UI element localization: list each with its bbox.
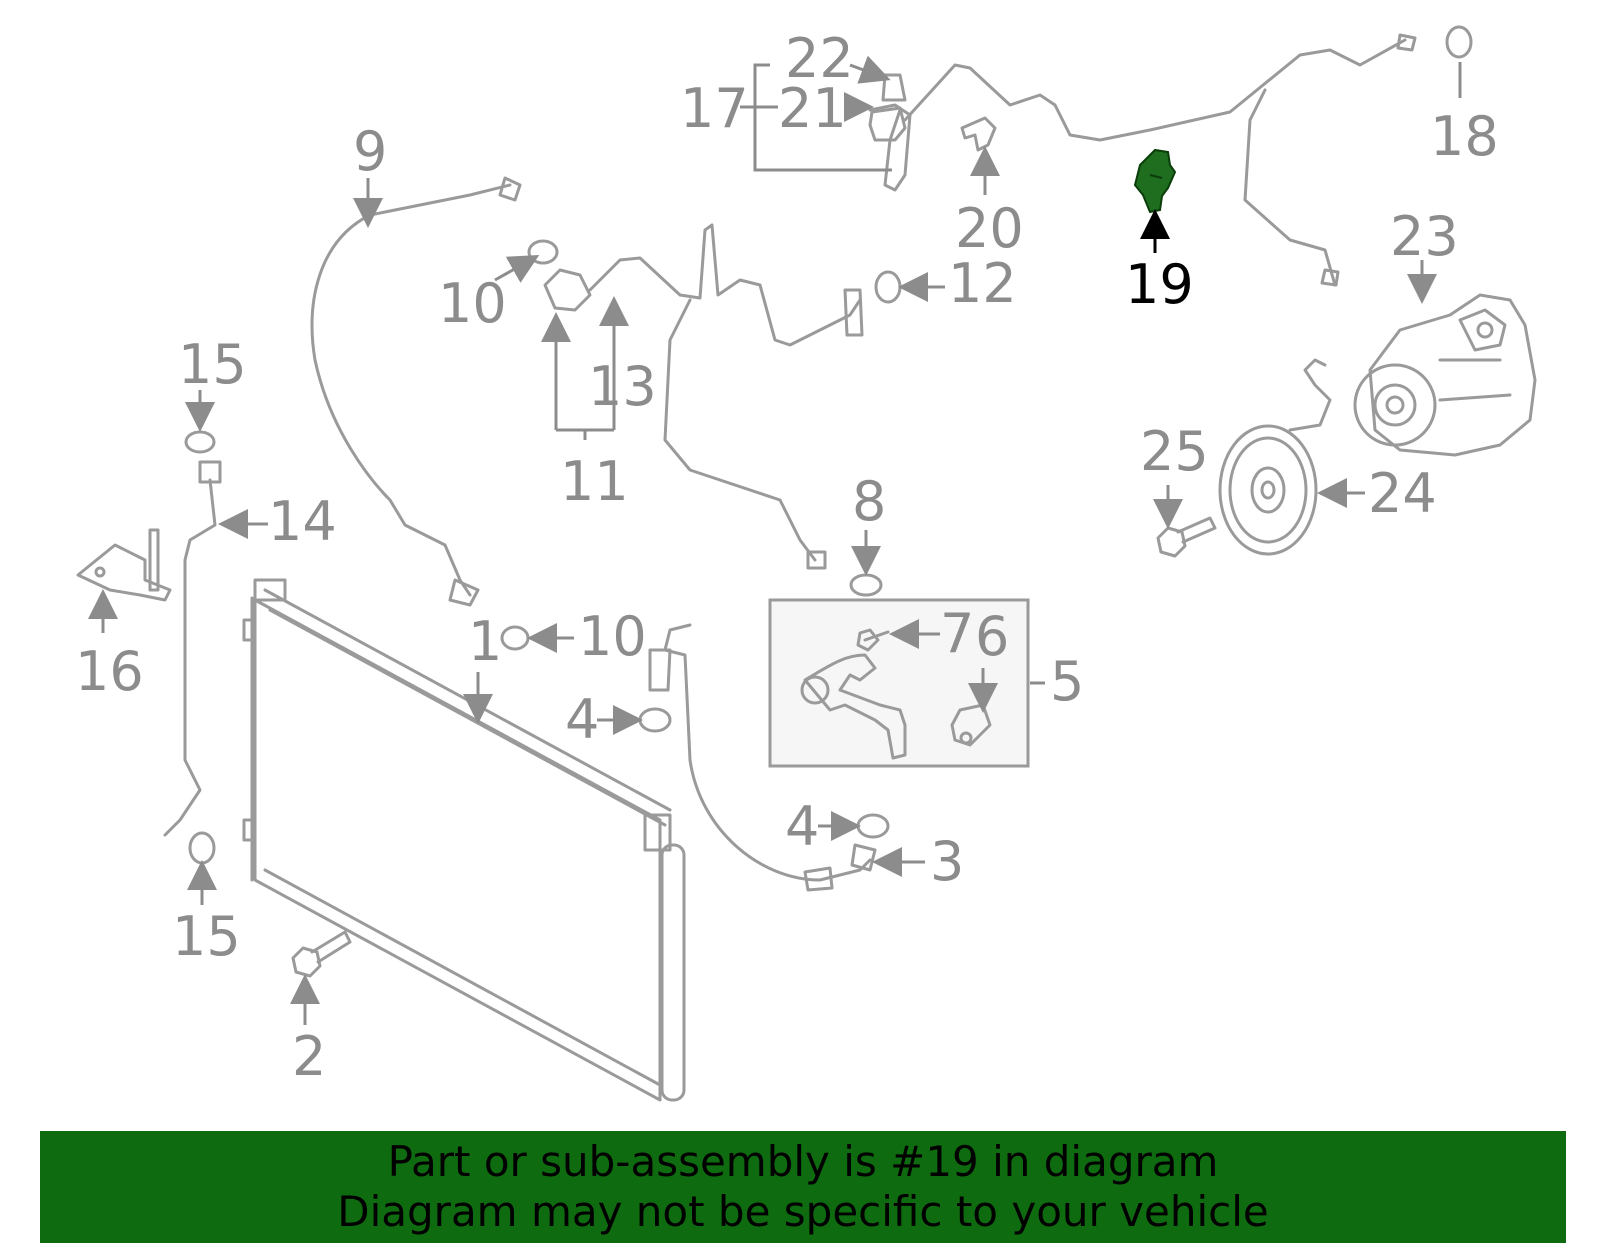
callout-labels: 1 2 3 4 4 5 6 7 8 9 10 10 11 12 13 14 15…: [75, 27, 1499, 1088]
clutch-part-24: [1218, 358, 1332, 556]
clip-part-20: [960, 116, 997, 152]
o-ring-part-12: [874, 270, 902, 304]
pipe-part-11: [543, 223, 864, 570]
callout-8: 8: [852, 470, 886, 533]
callout-7: 7: [940, 602, 974, 665]
o-ring-part-10-mid: [500, 625, 530, 651]
callout-2: 2: [292, 1025, 326, 1088]
callout-20: 20: [955, 197, 1024, 260]
callout-14: 14: [268, 490, 337, 553]
o-ring-part-15-top: [184, 430, 216, 454]
callout-5: 5: [1050, 650, 1084, 713]
callout-4-upper: 4: [565, 688, 599, 751]
callout-16: 16: [75, 640, 144, 703]
bracket-part-16: [76, 528, 172, 602]
pipe-part-17: [868, 33, 1417, 287]
pipe-part-14: [163, 460, 222, 837]
callout-6: 6: [975, 605, 1009, 668]
callout-9: 9: [353, 120, 387, 183]
o-ring-part-4-lower: [856, 813, 890, 839]
banner-line-part: Part or sub-assembly is #19 in diagram: [387, 1137, 1219, 1186]
callout-10-top: 10: [438, 272, 507, 335]
callout-12: 12: [948, 252, 1017, 315]
hose-part-9: [310, 176, 522, 607]
bolt-part-2: [291, 930, 352, 978]
valve-part-21: [868, 106, 907, 142]
o-ring-part-15-bottom: [188, 831, 216, 865]
callout-13: 13: [588, 355, 657, 418]
hose-part-3: [648, 623, 877, 892]
callout-15-bottom: 15: [172, 905, 241, 968]
leader-lines: [88, 55, 1462, 1025]
callout-1: 1: [468, 610, 502, 673]
cap-part-22: [881, 73, 907, 102]
callout-21: 21: [778, 77, 847, 140]
banner-line-disclaimer: Diagram may not be specific to your vehi…: [337, 1187, 1269, 1236]
callout-23: 23: [1390, 205, 1459, 268]
callout-10-mid: 10: [578, 605, 647, 668]
o-ring-part-4-upper: [638, 707, 672, 733]
callout-3: 3: [930, 830, 964, 893]
callout-17: 17: [680, 77, 749, 140]
info-banner: Part or sub-assembly is #19 in diagram D…: [40, 1131, 1566, 1243]
o-ring-part-18: [1445, 25, 1473, 59]
compressor-part-23: [1353, 293, 1537, 457]
callout-22: 22: [785, 27, 854, 90]
callout-15-top: 15: [178, 333, 247, 396]
callout-4-lower: 4: [785, 795, 819, 858]
o-ring-part-8: [849, 573, 883, 597]
callout-25: 25: [1140, 420, 1209, 483]
callout-24: 24: [1368, 462, 1437, 525]
callout-11: 11: [560, 450, 629, 513]
o-ring-part-10-top: [527, 239, 559, 265]
sensor-part-19: [1133, 148, 1177, 214]
callout-19-highlighted: 19: [1125, 253, 1194, 316]
callout-18: 18: [1430, 105, 1499, 168]
bolt-part-25: [1156, 516, 1217, 558]
